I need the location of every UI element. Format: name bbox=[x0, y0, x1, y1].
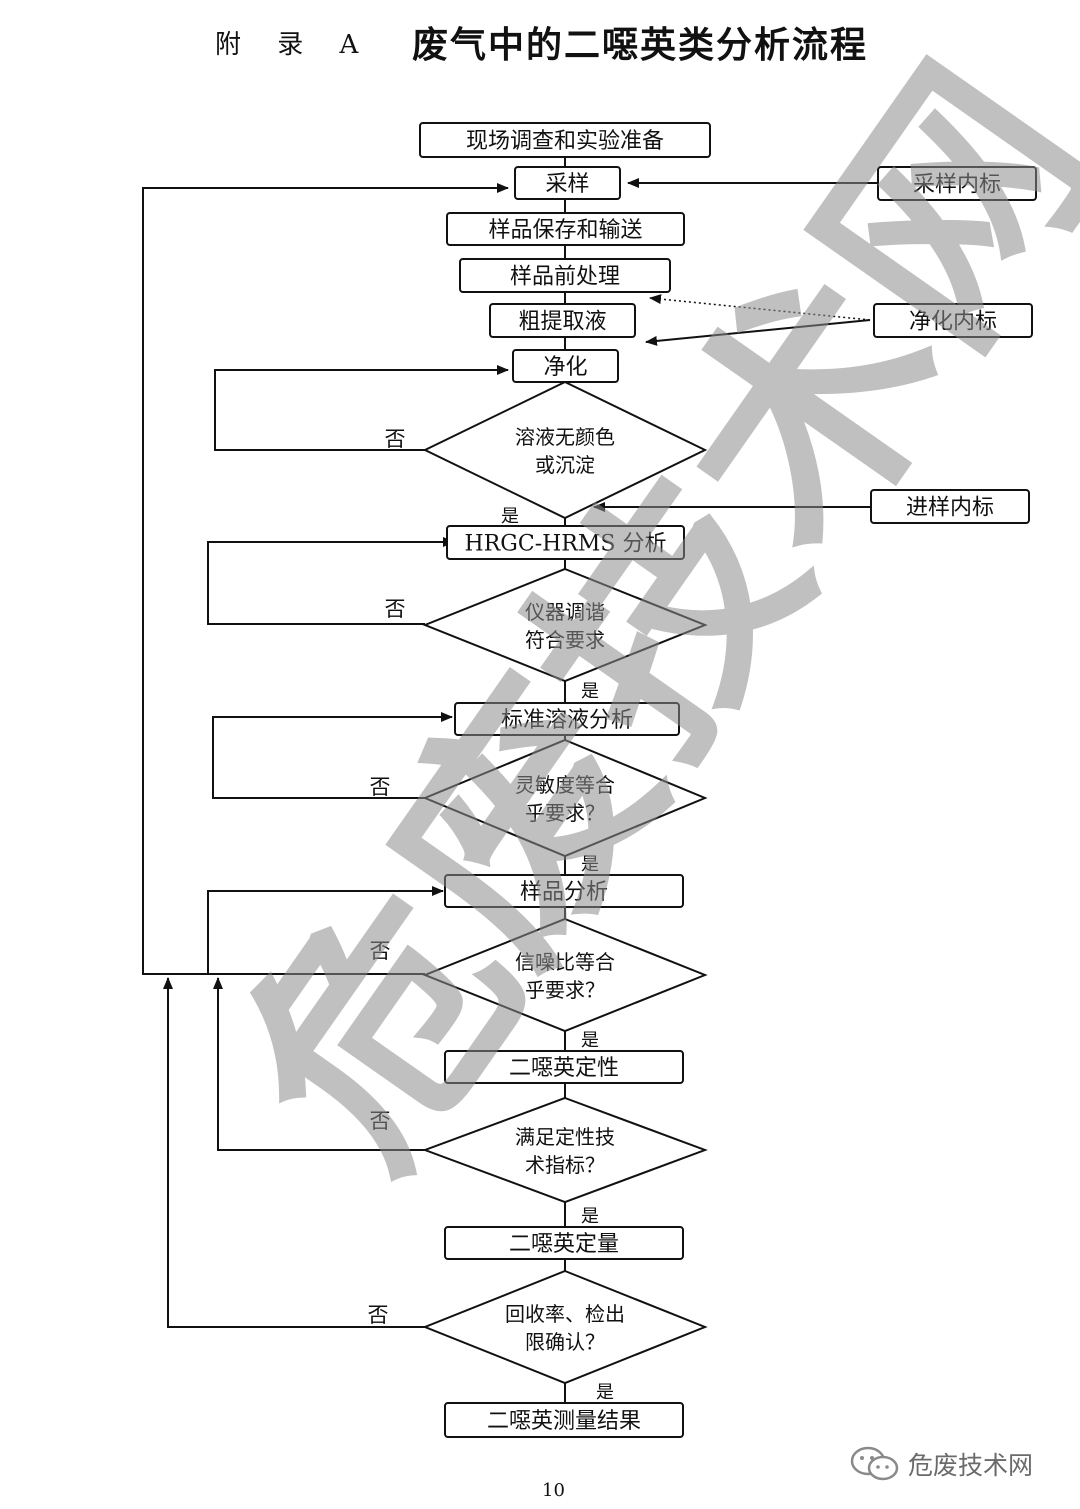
box-label-pretreat: 样品前处理 bbox=[510, 265, 620, 290]
decision-d4 bbox=[422, 917, 708, 1033]
box-label-extract: 粗提取液 bbox=[518, 310, 606, 335]
yes-label-4: 是 bbox=[581, 1030, 599, 1051]
no-label-6: 否 bbox=[368, 1303, 389, 1327]
edge-std-purify-extract bbox=[645, 319, 871, 346]
decision-line2-d1: 或沉淀 bbox=[535, 453, 595, 477]
box-extract bbox=[489, 303, 636, 338]
box-prep bbox=[419, 122, 711, 158]
appendix-label: 附 录 A bbox=[215, 30, 373, 60]
wechat-badge: 危废技术网 bbox=[850, 1444, 1060, 1484]
box-label-quant: 二噁英定量 bbox=[509, 1232, 619, 1257]
no-label-3: 否 bbox=[370, 775, 391, 799]
edge-no-d3-loop bbox=[212, 712, 453, 799]
edge-no-d5-loop bbox=[213, 977, 425, 1151]
decision-line2-d2: 符合要求 bbox=[525, 628, 605, 652]
edge-no-d1-loop bbox=[214, 365, 509, 451]
decision-line2-d3: 乎要求？ bbox=[525, 801, 605, 825]
page-header: 附 录 A 废气中的二噁英类分析流程 bbox=[0, 14, 1080, 66]
box-label-qual: 二噁英定性 bbox=[509, 1056, 619, 1081]
decision-line2-d4: 乎要求？ bbox=[525, 978, 605, 1002]
edge-no-d2-loop bbox=[207, 537, 455, 625]
box-label-sample: 样品分析 bbox=[520, 880, 608, 905]
box-label-std_sampling: 采样内标 bbox=[913, 173, 1001, 198]
edge-no-d4-to-sampling bbox=[142, 183, 509, 975]
box-label-result: 二噁英测量结果 bbox=[487, 1409, 641, 1434]
box-label-storage: 样品保存和输送 bbox=[488, 218, 642, 243]
wechat-account-name: 危废技术网 bbox=[908, 1451, 1034, 1480]
decision-d6 bbox=[422, 1269, 708, 1385]
box-result bbox=[444, 1402, 684, 1438]
box-label-std_purify: 净化内标 bbox=[909, 310, 997, 335]
box-hrgc bbox=[446, 525, 685, 560]
yes-label-2: 是 bbox=[581, 681, 599, 702]
decision-line2-d5: 术指标？ bbox=[525, 1153, 605, 1177]
decision-line1-d3: 灵敏度等合 bbox=[515, 773, 615, 797]
box-standard bbox=[454, 702, 680, 736]
box-sampling bbox=[514, 166, 621, 200]
box-sample bbox=[444, 874, 684, 908]
edge-std-purify-pretreat bbox=[649, 294, 871, 321]
box-std_inject bbox=[870, 489, 1030, 524]
decision-d2 bbox=[422, 567, 708, 683]
box-label-std_inject: 进样内标 bbox=[906, 496, 994, 521]
decision-d5 bbox=[422, 1096, 708, 1204]
decision-line1-d6: 回收率、检出 bbox=[505, 1302, 625, 1326]
decision-line1-d2: 仪器调谐 bbox=[525, 600, 605, 624]
no-label-1: 否 bbox=[385, 427, 406, 451]
box-std_sampling bbox=[877, 166, 1037, 201]
box-pretreat bbox=[459, 258, 671, 293]
page-number: 10 bbox=[542, 1480, 565, 1501]
edge-no-d4-to-sample bbox=[207, 886, 444, 974]
yes-label-1: 是 bbox=[501, 506, 519, 527]
decision-d3 bbox=[422, 738, 708, 858]
box-quant bbox=[444, 1226, 684, 1260]
box-storage bbox=[446, 212, 685, 246]
box-label-standard: 标准溶液分析 bbox=[501, 708, 633, 733]
page-title: 废气中的二噁英类分析流程 bbox=[412, 25, 869, 66]
yes-label-3: 是 bbox=[581, 854, 599, 875]
decision-line1-d1: 溶液无颜色 bbox=[515, 425, 615, 449]
box-label-purify: 净化 bbox=[543, 355, 587, 380]
box-label-sampling: 采样 bbox=[545, 172, 589, 197]
box-std_purify bbox=[873, 303, 1033, 338]
decision-line2-d6: 限确认？ bbox=[525, 1330, 605, 1354]
yes-label-5: 是 bbox=[581, 1206, 599, 1227]
decision-line1-d5: 满足定性技 bbox=[515, 1125, 615, 1149]
box-qual bbox=[444, 1050, 684, 1084]
box-label-hrgc: HRGC-HRMS 分析 bbox=[465, 532, 667, 557]
decision-line1-d4: 信噪比等合 bbox=[515, 950, 615, 974]
no-label-4: 否 bbox=[370, 939, 391, 963]
yes-label-6: 是 bbox=[596, 1382, 614, 1403]
no-label-5: 否 bbox=[370, 1109, 391, 1133]
no-label-2: 否 bbox=[385, 597, 406, 621]
decision-d1 bbox=[422, 380, 708, 520]
wechat-icon bbox=[850, 1446, 899, 1481]
edge-no-d6-loop bbox=[163, 977, 425, 1328]
box-label-prep: 现场调查和实验准备 bbox=[466, 129, 664, 154]
